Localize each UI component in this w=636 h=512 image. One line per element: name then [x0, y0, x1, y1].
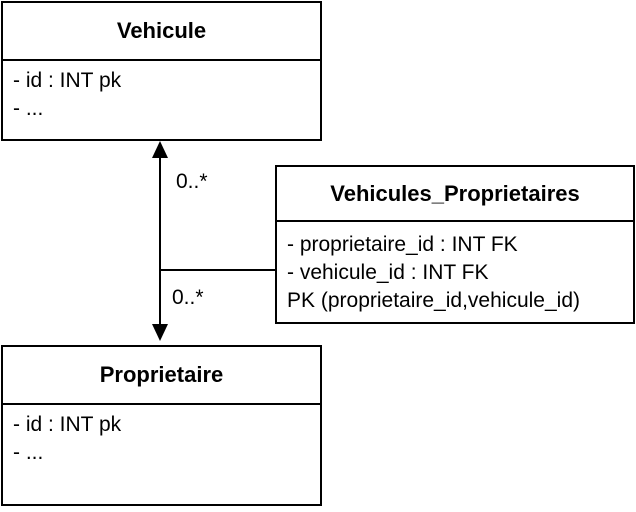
attribute: - ...: [13, 97, 44, 120]
class-vehicules-proprietaires: Vehicules_Proprietaires - proprietaire_i…: [275, 165, 635, 324]
attribute: PK (proprietaire_id,vehicule_id): [287, 289, 580, 312]
attribute: - proprietaire_id : INT FK: [287, 233, 518, 256]
arrowhead-to-proprietaire: [152, 324, 168, 341]
class-proprietaire-attributes: - id : INT pk - ...: [13, 411, 314, 467]
attribute: - id : INT pk: [13, 69, 122, 92]
class-vehicules-proprietaires-attributes: - proprietaire_id : INT FK - vehicule_id…: [287, 231, 627, 315]
class-vehicule: Vehicule - id : INT pk - ...: [1, 1, 322, 141]
arrowhead-to-vehicule: [152, 141, 168, 158]
attribute: - vehicule_id : INT FK: [287, 261, 489, 284]
class-vehicules-proprietaires-title: Vehicules_Proprietaires: [277, 167, 633, 222]
class-proprietaire-title: Proprietaire: [3, 347, 320, 405]
class-vehicule-title: Vehicule: [3, 3, 320, 61]
multiplicity-vehicule-end: 0..*: [176, 170, 208, 193]
class-proprietaire: Proprietaire - id : INT pk - ...: [1, 345, 322, 506]
attribute: - id : INT pk: [13, 413, 122, 436]
attribute: - ...: [13, 441, 44, 464]
class-vehicule-attributes: - id : INT pk - ...: [13, 67, 314, 123]
multiplicity-proprietaire-end: 0..*: [172, 286, 204, 309]
